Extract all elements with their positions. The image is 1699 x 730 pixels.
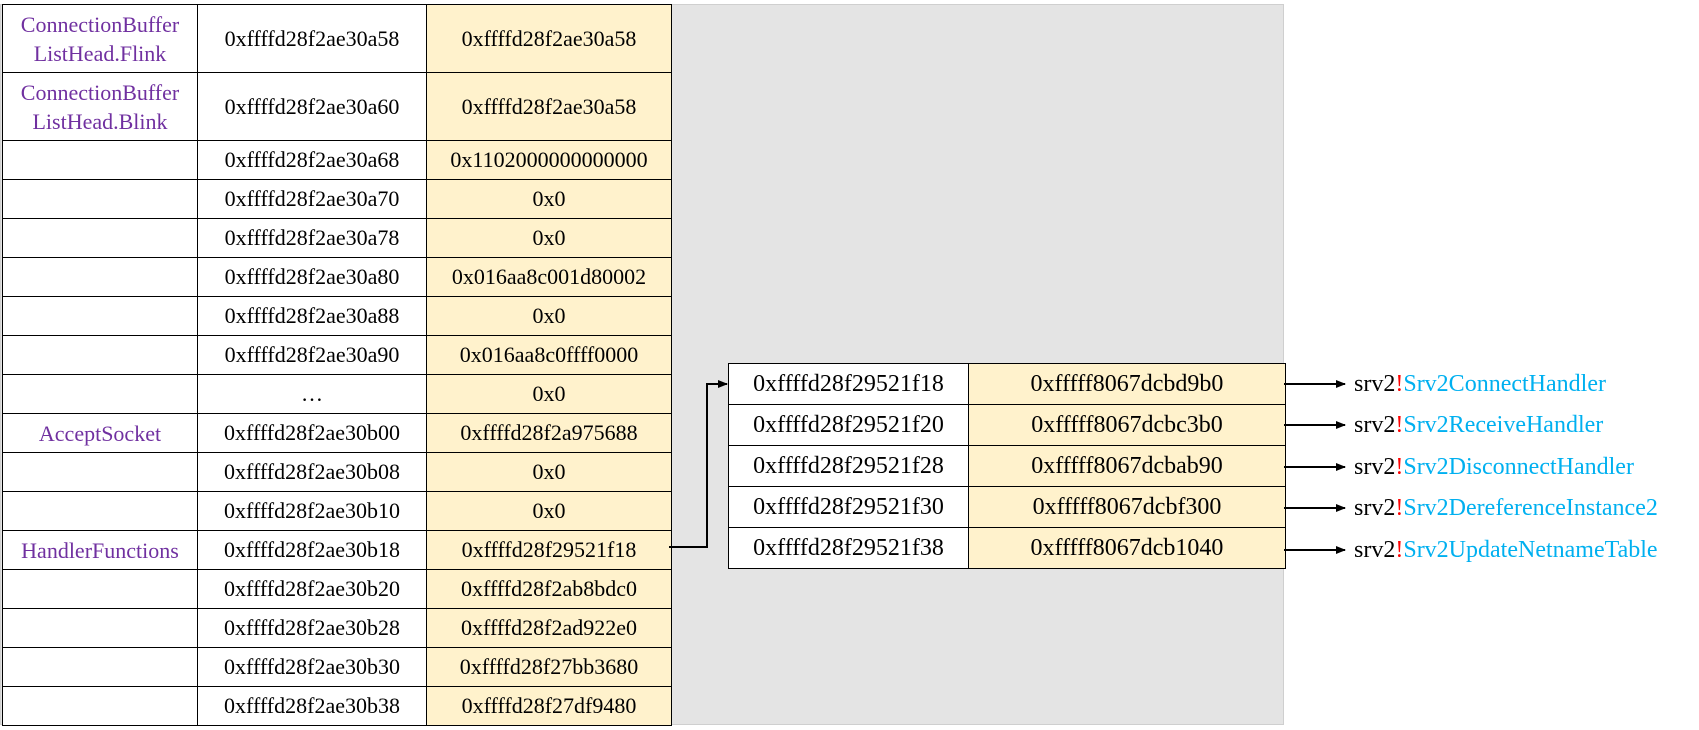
field-label <box>2 179 198 219</box>
field-label <box>2 335 198 375</box>
address-cell: 0xffffd28f2ae30a78 <box>197 218 427 258</box>
address-cell: 0xffffd28f2ae30a80 <box>197 257 427 297</box>
value-cell: 0xffffd28f2a975688 <box>426 413 672 453</box>
field-label <box>2 140 198 180</box>
field-label <box>2 491 198 531</box>
table-row: ConnectionBuffer ListHead.Blink 0xffffd2… <box>2 72 672 141</box>
table-row: 0xffffd28f2ae30b38 0xffffd28f27df9480 <box>2 686 672 726</box>
address-cell: 0xffffd28f2ae30a90 <box>197 335 427 375</box>
field-label <box>2 569 198 609</box>
value-cell: 0xffffd28f2ad922e0 <box>426 608 672 648</box>
handler-value-cell: 0xfffff8067dcbf300 <box>968 486 1286 528</box>
table-row: 0xffffd28f2ae30a90 0x016aa8c0ffff0000 <box>2 335 672 375</box>
table-row: … 0x0 <box>2 374 672 414</box>
address-cell: 0xffffd28f2ae30b28 <box>197 608 427 648</box>
handler-address-cell: 0xffffd28f29521f28 <box>728 445 969 487</box>
value-cell: 0xffffd28f2ae30a58 <box>426 72 672 141</box>
field-label: AcceptSocket <box>2 413 198 453</box>
field-label <box>2 452 198 492</box>
value-cell: 0x0 <box>426 491 672 531</box>
table-row: 0xffffd28f2ae30b08 0x0 <box>2 452 672 492</box>
table-row: 0xffffd28f29521f18 0xfffff8067dcbd9b0 <box>728 363 1286 405</box>
module-name: srv2 <box>1354 537 1396 563</box>
field-label <box>2 686 198 726</box>
field-label: ConnectionBuffer ListHead.Flink <box>2 4 198 73</box>
symbol-separator: ! <box>1395 371 1404 397</box>
table-row: AcceptSocket 0xffffd28f2ae30b00 0xffffd2… <box>2 413 672 453</box>
address-cell: 0xffffd28f2ae30a88 <box>197 296 427 336</box>
symbol-separator: ! <box>1395 454 1404 480</box>
field-label-text: ConnectionBuffer ListHead.Flink <box>20 11 180 66</box>
handler-address-cell: 0xffffd28f29521f20 <box>728 404 969 446</box>
value-cell: 0x1102000000000000 <box>426 140 672 180</box>
address-cell: 0xffffd28f2ae30a70 <box>197 179 427 219</box>
function-name: Srv2DereferenceInstance2 <box>1403 495 1658 521</box>
symbol-separator: ! <box>1395 537 1404 563</box>
handler-value-cell: 0xfffff8067dcbab90 <box>968 445 1286 487</box>
function-name: Srv2ConnectHandler <box>1403 371 1606 397</box>
function-name: Srv2ReceiveHandler <box>1403 412 1604 438</box>
field-label-text: ConnectionBuffer ListHead.Blink <box>20 79 180 134</box>
value-cell: 0x0 <box>426 179 672 219</box>
handler-symbol-label: srv2!Srv2ConnectHandler <box>1354 369 1606 399</box>
address-cell: 0xffffd28f2ae30b08 <box>197 452 427 492</box>
handler-address-cell: 0xffffd28f29521f18 <box>728 363 969 405</box>
handler-symbol-label: srv2!Srv2DereferenceInstance2 <box>1354 493 1658 523</box>
handler-pointer-arrow <box>669 380 728 548</box>
table-row: ConnectionBuffer ListHead.Flink 0xffffd2… <box>2 4 672 73</box>
value-cell: 0xffffd28f2ae30a58 <box>426 4 672 73</box>
address-cell: 0xffffd28f2ae30b10 <box>197 491 427 531</box>
table-row: HandlerFunctions 0xffffd28f2ae30b18 0xff… <box>2 530 672 570</box>
handler-symbol-label: srv2!Srv2DisconnectHandler <box>1354 452 1634 482</box>
handler-symbol-label: srv2!Srv2ReceiveHandler <box>1354 410 1603 440</box>
field-label <box>2 296 198 336</box>
handler-functions-table: 0xffffd28f29521f18 0xfffff8067dcbd9b0 0x… <box>728 363 1286 569</box>
address-cell: 0xffffd28f2ae30a58 <box>197 4 427 73</box>
symbol-separator: ! <box>1395 412 1404 438</box>
function-name: Srv2UpdateNetnameTable <box>1403 537 1658 563</box>
value-cell: 0x0 <box>426 296 672 336</box>
module-name: srv2 <box>1354 454 1396 480</box>
symbol-separator: ! <box>1395 495 1404 521</box>
value-cell: 0xffffd28f27bb3680 <box>426 647 672 687</box>
module-name: srv2 <box>1354 412 1396 438</box>
value-cell: 0x016aa8c0ffff0000 <box>426 335 672 375</box>
handler-address-cell: 0xffffd28f29521f38 <box>728 527 969 569</box>
value-cell: 0x0 <box>426 218 672 258</box>
field-label: ConnectionBuffer ListHead.Blink <box>2 72 198 141</box>
table-row: 0xffffd28f2ae30b30 0xffffd28f27bb3680 <box>2 647 672 687</box>
value-cell: 0xffffd28f27df9480 <box>426 686 672 726</box>
table-row: 0xffffd28f2ae30a78 0x0 <box>2 218 672 258</box>
function-name: Srv2DisconnectHandler <box>1403 454 1634 480</box>
handler-symbol-label: srv2!Srv2UpdateNetnameTable <box>1354 535 1658 565</box>
module-name: srv2 <box>1354 495 1396 521</box>
value-cell: 0x0 <box>426 452 672 492</box>
table-row: 0xffffd28f2ae30a70 0x0 <box>2 179 672 219</box>
field-label <box>2 218 198 258</box>
address-cell: 0xffffd28f2ae30a60 <box>197 72 427 141</box>
field-label <box>2 257 198 297</box>
value-cell: 0xffffd28f2ab8bdc0 <box>426 569 672 609</box>
table-row: 0xffffd28f2ae30b10 0x0 <box>2 491 672 531</box>
memory-layout-table: ConnectionBuffer ListHead.Flink 0xffffd2… <box>2 4 672 726</box>
value-cell: 0xffffd28f29521f18 <box>426 530 672 570</box>
handler-value-cell: 0xfffff8067dcb1040 <box>968 527 1286 569</box>
module-name: srv2 <box>1354 371 1396 397</box>
table-row: 0xffffd28f29521f28 0xfffff8067dcbab90 <box>728 445 1286 487</box>
table-row: 0xffffd28f2ae30b20 0xffffd28f2ab8bdc0 <box>2 569 672 609</box>
address-cell: 0xffffd28f2ae30b18 <box>197 530 427 570</box>
table-row: 0xffffd28f29521f30 0xfffff8067dcbf300 <box>728 486 1286 528</box>
table-row: 0xffffd28f29521f38 0xfffff8067dcb1040 <box>728 527 1286 569</box>
handler-value-cell: 0xfffff8067dcbd9b0 <box>968 363 1286 405</box>
field-label <box>2 374 198 414</box>
table-row: 0xffffd28f2ae30a88 0x0 <box>2 296 672 336</box>
field-label: HandlerFunctions <box>2 530 198 570</box>
address-cell: 0xffffd28f2ae30b20 <box>197 569 427 609</box>
address-cell: 0xffffd28f2ae30b38 <box>197 686 427 726</box>
handler-address-cell: 0xffffd28f29521f30 <box>728 486 969 528</box>
